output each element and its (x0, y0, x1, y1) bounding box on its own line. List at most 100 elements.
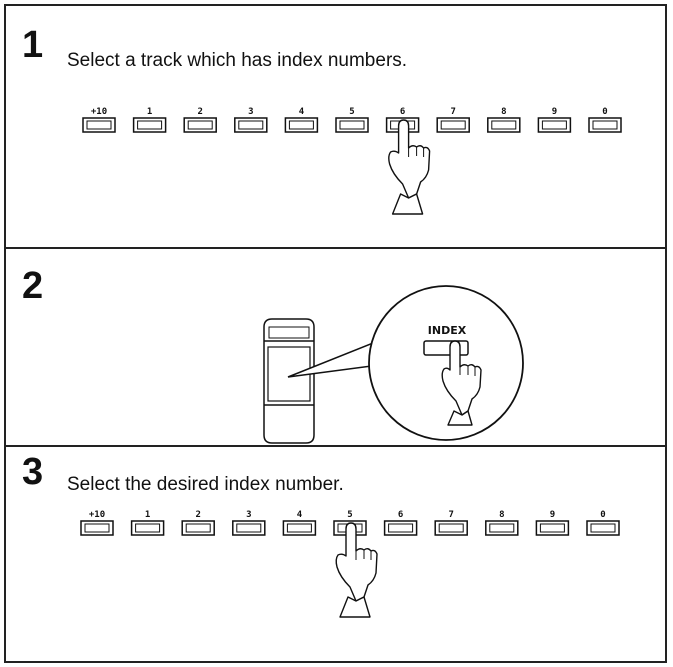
key-4: 4 (284, 107, 319, 133)
pressing-hand-icon (441, 340, 482, 426)
keypad-button-icon (181, 520, 215, 536)
keypad-button-inner (489, 523, 515, 533)
key-label: 9 (552, 107, 557, 117)
index-button (423, 340, 469, 356)
keypad-button-icon (436, 117, 470, 133)
key-label: +10 (91, 107, 107, 117)
key-1: 1 (132, 107, 167, 133)
instruction-frame: 1 Select a track which has index numbers… (4, 4, 667, 663)
step-1-panel: 1 Select a track which has index numbers… (6, 6, 665, 249)
key-label: 6 (400, 107, 405, 117)
key-label: 6 (398, 510, 403, 520)
keypad-button-inner (187, 120, 213, 130)
key-label: 7 (448, 510, 453, 520)
key-label: 2 (195, 510, 200, 520)
key-label: 4 (299, 107, 305, 117)
keypad-button-inner (339, 120, 365, 130)
key-1: 1 (130, 510, 165, 536)
key-plus10: +10 (80, 510, 114, 536)
keypad-button-inner (135, 523, 161, 533)
key-plus10: +10 (82, 107, 116, 133)
key-2: 2 (181, 510, 215, 536)
keypad-button-icon (82, 117, 116, 133)
keypad-button-icon (335, 117, 369, 133)
keypad-button-icon (535, 520, 570, 536)
keypad-button-icon (434, 520, 468, 536)
keypad-button-inner (84, 523, 110, 533)
step-2-panel: 2 INDEX (6, 249, 665, 447)
key-9: 9 (535, 510, 570, 536)
keypad-button-inner (236, 523, 262, 533)
step-1-keypad: +10 1 2 3 4 5 6 7 8 9 0 (82, 107, 622, 215)
keypad-button-icon (80, 520, 114, 536)
key-7: 7 (436, 107, 470, 133)
keypad-button-icon (234, 117, 268, 133)
keypad-button-inner (590, 523, 616, 533)
step-3-instruction: Select the desired index number. (67, 474, 344, 495)
key-label: 8 (501, 107, 506, 117)
key-label: 1 (147, 107, 152, 117)
pressing-hand-icon (388, 119, 431, 215)
key-label: 3 (246, 510, 251, 520)
remote-control-icon (263, 318, 315, 444)
key-label: 3 (248, 107, 253, 117)
keypad-button-icon (485, 520, 519, 536)
magnifier-callout-icon: INDEX (368, 285, 524, 441)
key-label: 9 (550, 510, 555, 520)
key-label: 4 (297, 510, 303, 520)
keypad-button-inner (592, 120, 618, 130)
pressing-hand-icon (335, 522, 378, 618)
key-label: 8 (499, 510, 504, 520)
step-3-number: 3 (22, 451, 44, 493)
step-1-number: 1 (22, 24, 44, 66)
key-3: 3 (234, 107, 268, 133)
keypad-button-inner (541, 120, 567, 130)
key-label: 0 (600, 510, 605, 520)
index-button-label: INDEX (428, 324, 467, 337)
keypad-button-inner (238, 120, 264, 130)
step-3-keypad: +10 1 2 3 4 5 6 7 8 9 0 (80, 510, 620, 618)
key-0: 0 (588, 107, 622, 133)
step-2-number: 2 (22, 265, 44, 307)
keypad-button-icon (383, 520, 418, 536)
keypad-button-icon (282, 520, 317, 536)
keypad-button-inner (491, 120, 517, 130)
key-8: 8 (485, 510, 519, 536)
step-3-panel: 3 Select the desired index number. +10 1 2… (6, 447, 665, 661)
keypad-button-inner (438, 523, 464, 533)
keypad-button-icon (284, 117, 319, 133)
key-label: 1 (145, 510, 150, 520)
key-4: 4 (282, 510, 317, 536)
keypad-button-inner (440, 120, 466, 130)
step-2-illustration: INDEX (263, 285, 524, 444)
step-1-instruction: Select a track which has index numbers. (67, 50, 408, 71)
keypad-button-inner (185, 523, 211, 533)
keypad-button-icon (537, 117, 572, 133)
key-label: 5 (347, 510, 352, 520)
key-8: 8 (487, 107, 521, 133)
key-label: +10 (89, 510, 105, 520)
key-7: 7 (434, 510, 468, 536)
key-label: 7 (450, 107, 455, 117)
keypad-button-icon (487, 117, 521, 133)
keypad-button-icon (132, 117, 167, 133)
keypad-button-icon (232, 520, 266, 536)
key-6: 6 (383, 510, 418, 536)
keypad-button-icon (183, 117, 217, 133)
keypad-button-inner (137, 120, 163, 130)
keypad-button-inner (388, 523, 414, 533)
keypad-button-inner (288, 120, 314, 130)
key-3: 3 (232, 510, 266, 536)
key-0: 0 (586, 510, 620, 536)
key-5: 5 (335, 107, 369, 133)
keypad-button-icon (586, 520, 620, 536)
key-2: 2 (183, 107, 217, 133)
keypad-button-inner (86, 120, 112, 130)
key-label: 5 (349, 107, 354, 117)
key-label: 2 (197, 107, 202, 117)
keypad-button-inner (286, 523, 312, 533)
keypad-button-icon (130, 520, 165, 536)
key-label: 0 (602, 107, 607, 117)
keypad-button-icon (588, 117, 622, 133)
key-9: 9 (537, 107, 572, 133)
